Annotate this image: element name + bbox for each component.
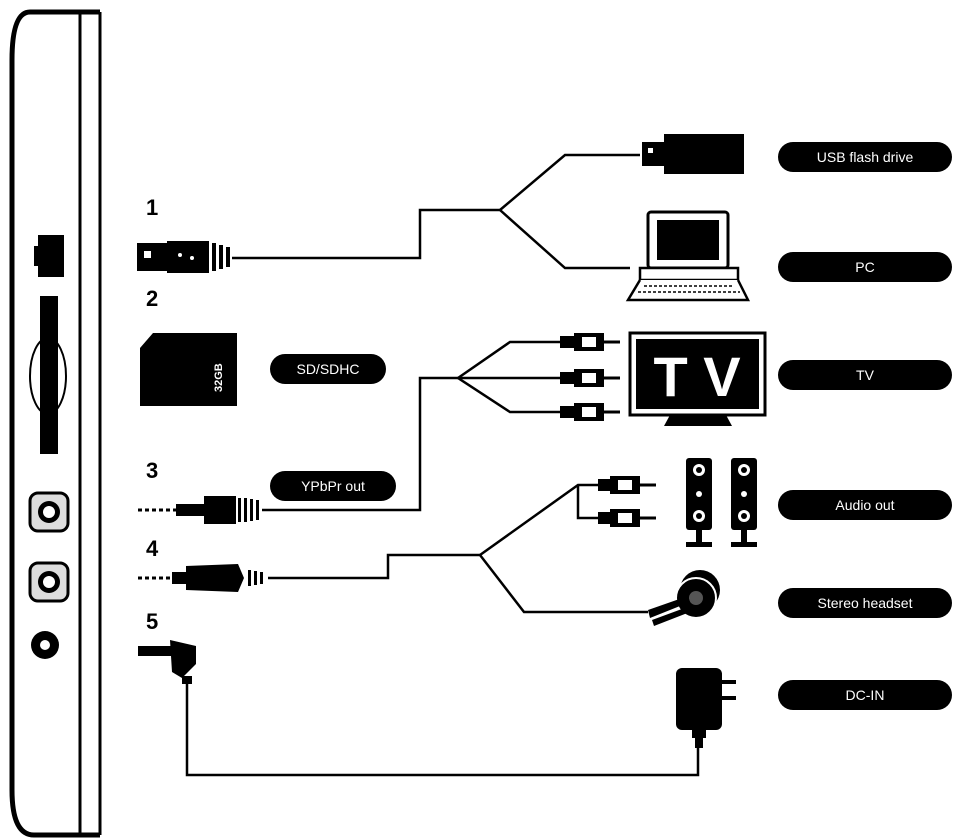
label-usb-flash-drive: USB flash drive <box>778 142 952 172</box>
speaker-left-icon <box>686 458 712 547</box>
svg-text:Stereo headset: Stereo headset <box>818 595 913 611</box>
svg-text:Audio out: Audio out <box>835 497 894 513</box>
audio-plug <box>138 564 263 592</box>
usb-port <box>34 235 64 277</box>
label-pc: PC <box>778 252 952 282</box>
usb-plug <box>137 241 230 273</box>
audio-jack <box>28 561 70 603</box>
dc-plug <box>138 640 196 684</box>
ypbpr-jack <box>28 491 70 533</box>
cable-lines <box>185 153 700 777</box>
ypbpr-plug <box>138 496 259 524</box>
rca-plug-audio-left <box>598 476 656 494</box>
port-number-2: 2 <box>146 286 158 311</box>
speaker-right-icon <box>731 458 757 547</box>
sd-card-slot <box>29 296 67 454</box>
dc-adapter-icon <box>676 668 736 748</box>
rca-plug-1 <box>560 333 620 351</box>
device-side-panel <box>9 9 102 838</box>
dc-in-jack <box>31 631 59 659</box>
svg-text:SD/SDHC: SD/SDHC <box>296 361 359 377</box>
rca-plug-2 <box>560 369 620 387</box>
tv-icon: T V <box>628 331 767 426</box>
sd-card-capacity: 32GB <box>213 363 225 392</box>
svg-text:PC: PC <box>855 259 874 275</box>
port-number-1: 1 <box>146 195 158 220</box>
port-number-5: 5 <box>146 609 158 634</box>
tv-screen-text: T V <box>653 345 740 408</box>
usb-flash-drive-icon <box>642 134 744 174</box>
svg-text:DC-IN: DC-IN <box>846 687 885 703</box>
rca-plug-audio-right <box>598 509 656 527</box>
svg-text:YPbPr out: YPbPr out <box>301 478 365 494</box>
label-dc-in: DC-IN <box>778 680 952 710</box>
stereo-headset-icon <box>648 570 720 626</box>
rca-plug-3 <box>560 403 620 421</box>
label-ypbpr-out: YPbPr out <box>270 471 396 501</box>
svg-text:USB flash drive: USB flash drive <box>817 149 914 165</box>
sd-card: 32GB <box>140 333 237 406</box>
label-sd-sdhc: SD/SDHC <box>270 354 386 384</box>
port-number-4: 4 <box>146 536 159 561</box>
pc-icon <box>625 210 751 302</box>
svg-text:TV: TV <box>856 367 875 383</box>
port-number-3: 3 <box>146 458 158 483</box>
label-stereo-headset: Stereo headset <box>778 588 952 618</box>
label-tv: TV <box>778 360 952 390</box>
label-audio-out: Audio out <box>778 490 952 520</box>
